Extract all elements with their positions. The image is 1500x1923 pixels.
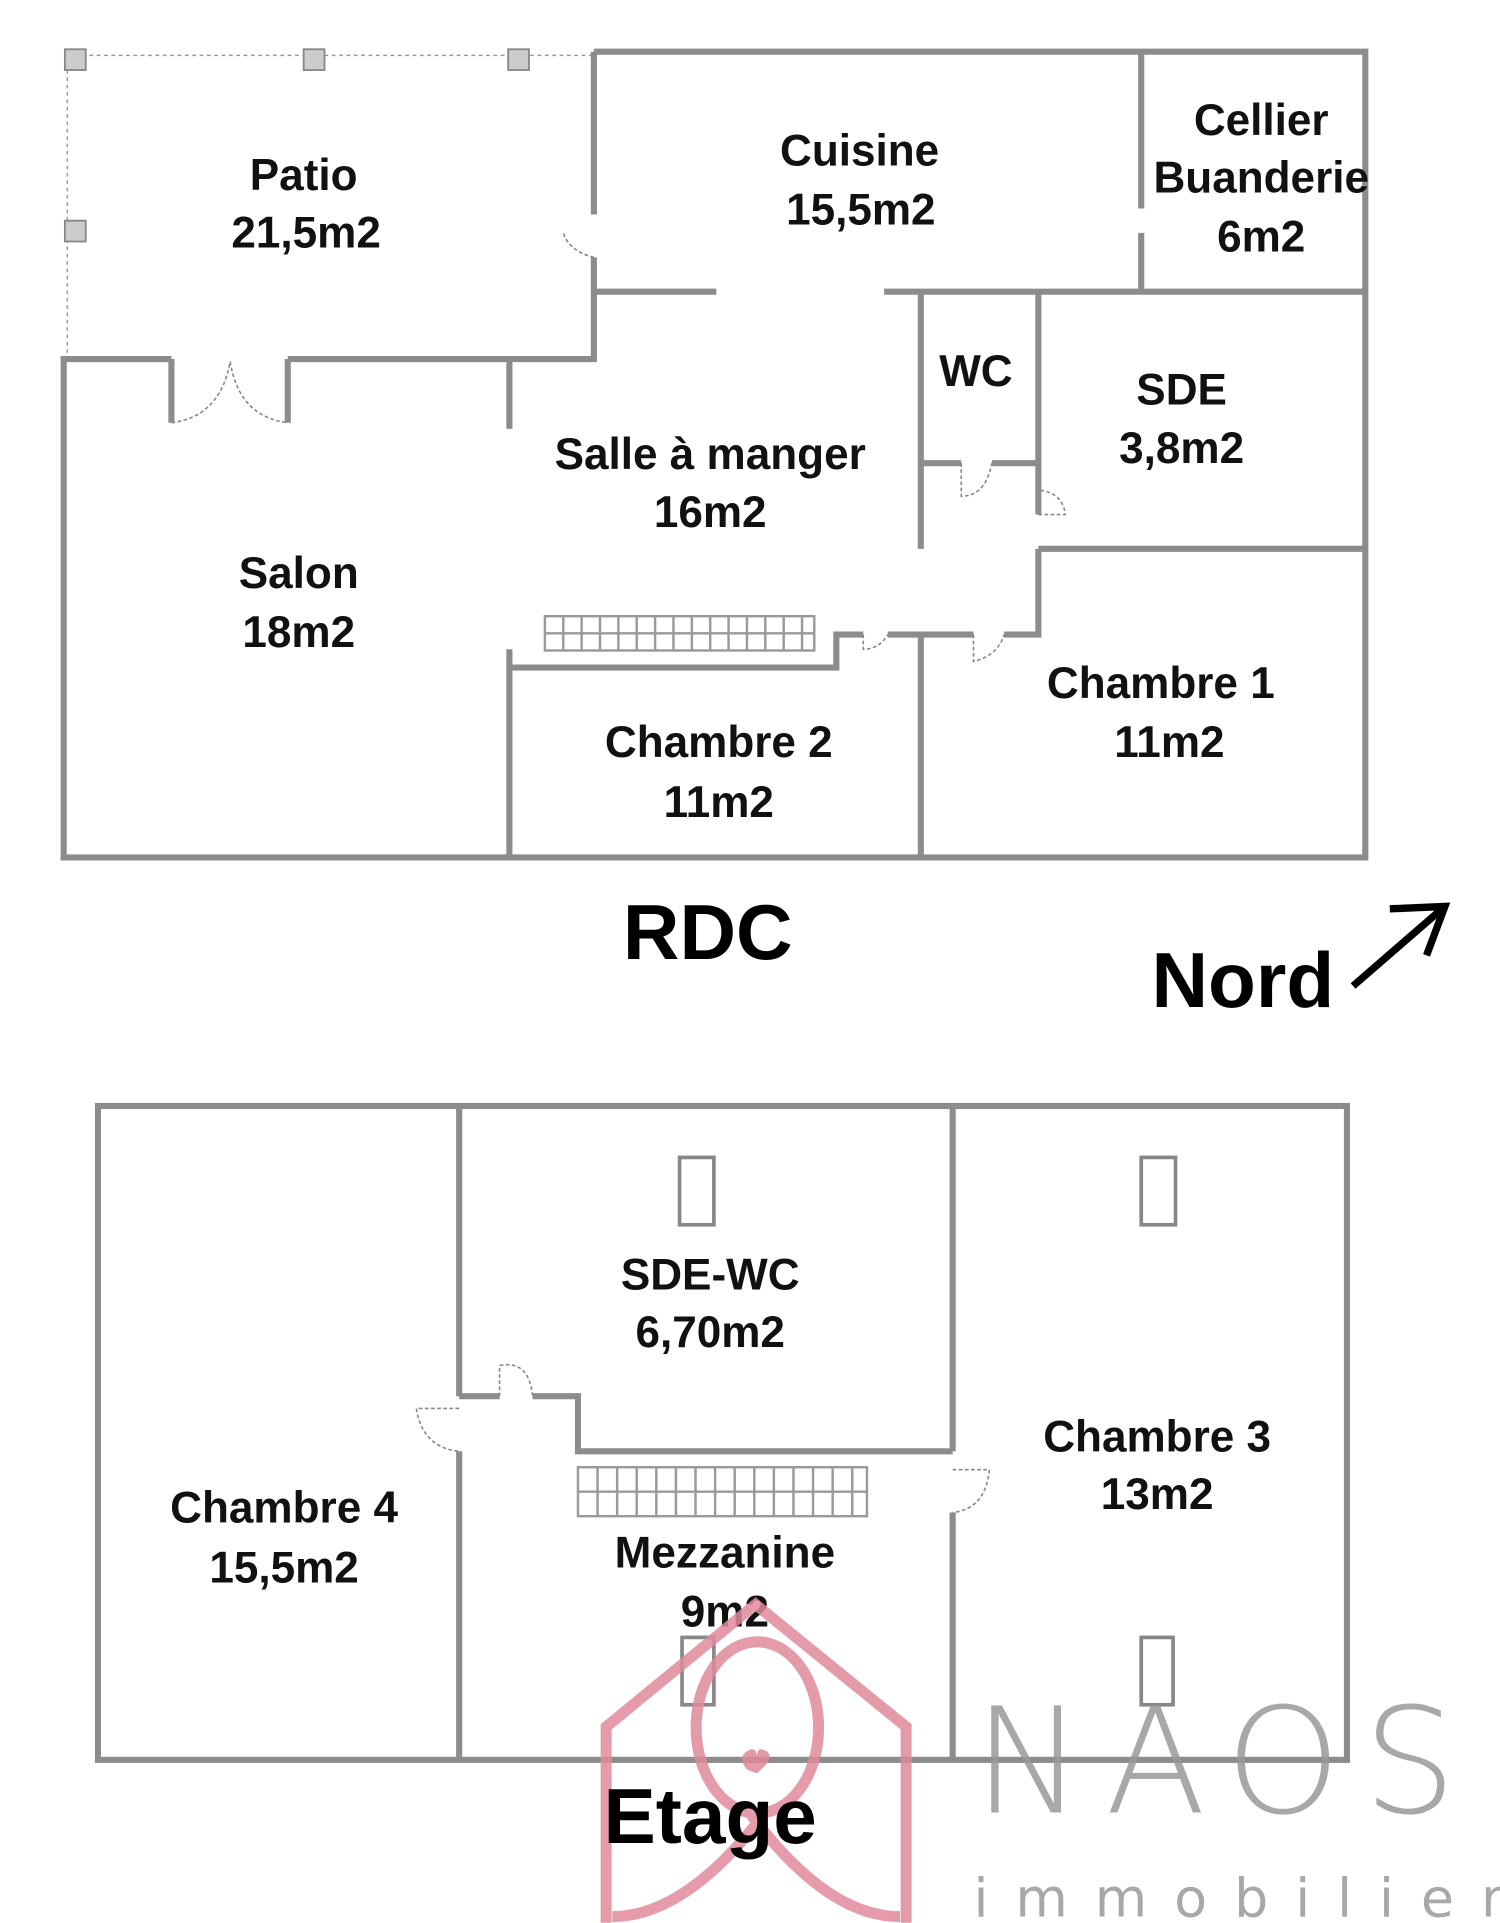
room-label: Chambre 4: [170, 1483, 398, 1532]
room-label: Cuisine: [780, 127, 939, 176]
room-area: 16m2: [654, 488, 767, 537]
rdc-title: RDC: [623, 888, 793, 976]
svg-text:immobilier: immobilier: [973, 1867, 1500, 1923]
room-label: SDE: [1136, 365, 1227, 414]
north-label: Nord: [1151, 936, 1334, 1024]
room-label: SDE-WC: [621, 1251, 800, 1300]
room-label: Chambre 3: [1043, 1412, 1271, 1461]
room-label: Cellier: [1194, 96, 1329, 145]
house-heart-logo-icon: [600, 1597, 912, 1923]
staircase-icon: [576, 1465, 869, 1518]
room-area: 18m2: [242, 608, 355, 657]
room-area: 13m2: [1101, 1470, 1214, 1519]
room-area: 15,5m2: [786, 185, 936, 234]
pillar-icons: [63, 48, 530, 243]
room-label: Chambre 2: [605, 718, 833, 767]
etage-title: Etage: [604, 1772, 817, 1860]
room-area: 15,5m2: [209, 1543, 359, 1592]
room-label: Mezzanine: [615, 1529, 835, 1578]
room-label: WC: [939, 347, 1012, 396]
room-area: 6m2: [1217, 212, 1305, 261]
naos-logo: NAOS immobilier: [600, 1597, 1500, 1923]
room-area: 3,8m2: [1119, 424, 1244, 473]
room-area: 11m2: [1114, 718, 1224, 767]
room-area: 11m2: [664, 778, 774, 827]
room-area: 21,5m2: [231, 209, 381, 258]
room-label: Patio: [250, 151, 358, 200]
svg-text:NAOS: NAOS: [973, 1677, 1478, 1848]
room-area: 6,70m2: [635, 1308, 785, 1357]
etage-plan: SDE-WC 6,70m2 Chambre 4 15,5m2 Mezzanine…: [94, 1102, 1350, 1763]
room-label: Salon: [239, 549, 359, 598]
rdc-plan: Patio 21,5m2 Cuisine 15,5m2 Cellier Buan…: [60, 48, 1369, 976]
room-label: Buanderie: [1153, 154, 1369, 203]
staircase-icon: [543, 614, 816, 652]
room-label: Chambre 1: [1047, 659, 1275, 708]
north-indicator: Nord: [1151, 902, 1451, 1024]
room-label: Salle à manger: [555, 430, 866, 479]
north-arrow-icon: [1350, 902, 1451, 989]
